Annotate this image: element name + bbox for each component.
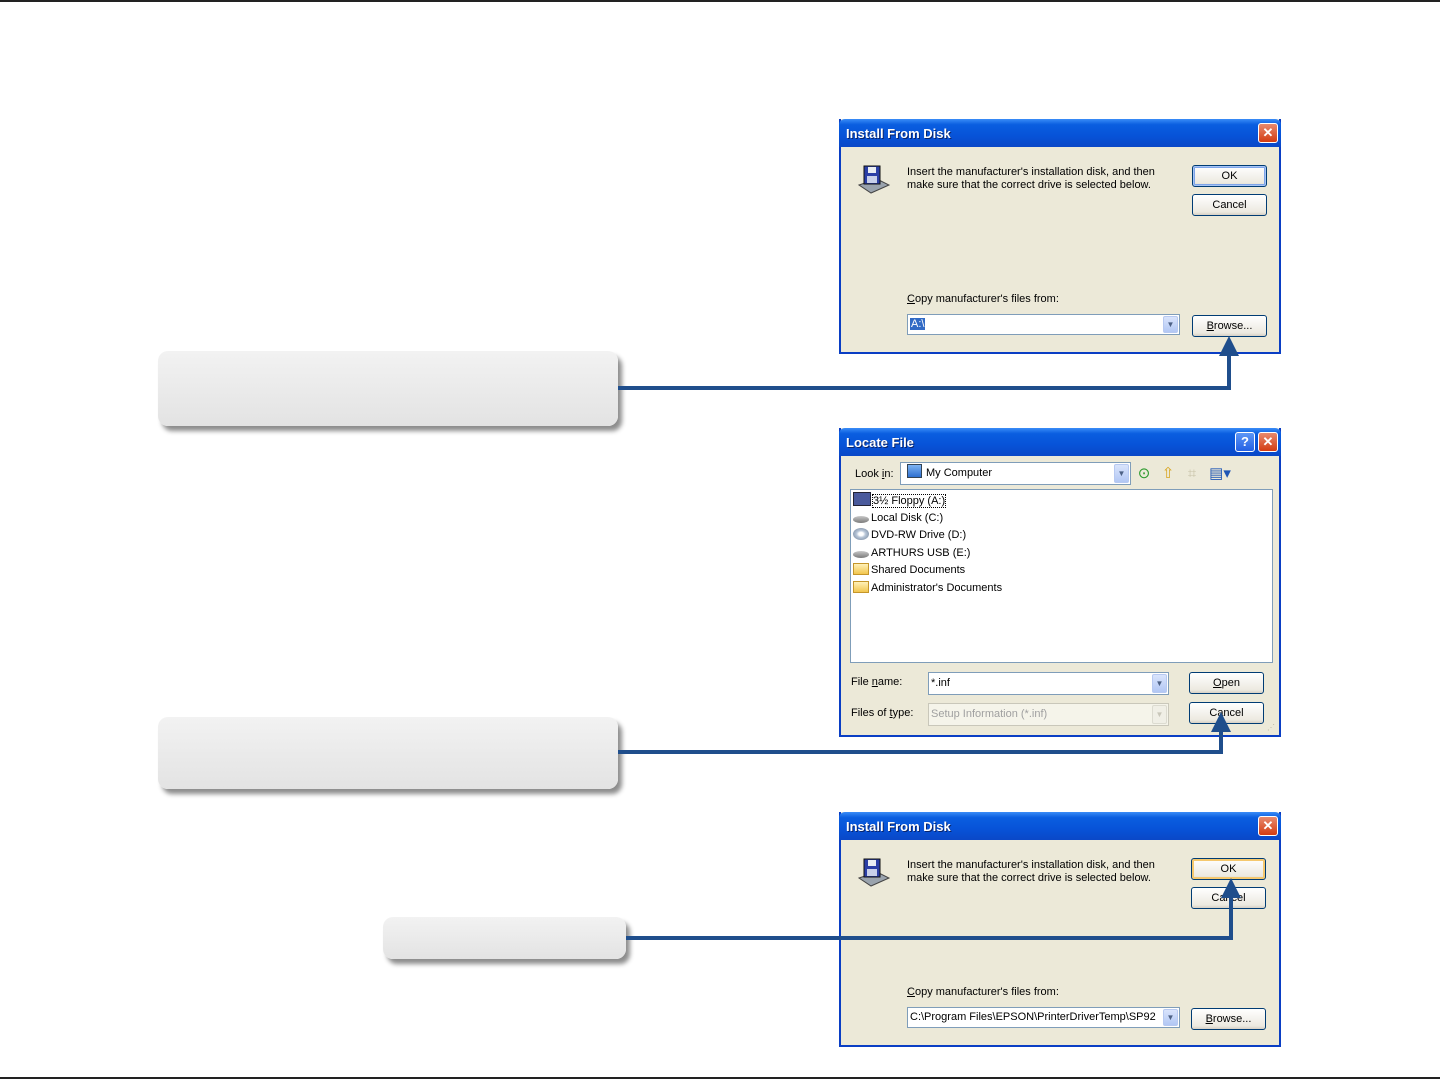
- view-menu-icon[interactable]: ▤▾: [1209, 465, 1231, 482]
- close-button[interactable]: ✕: [1258, 816, 1278, 836]
- open-button[interactable]: Open: [1189, 672, 1264, 694]
- new-folder-icon[interactable]: ⌗: [1187, 465, 1197, 482]
- bottom-rule: [0, 1077, 1440, 1079]
- files-of-type-label: Files of type:: [851, 707, 914, 719]
- look-in-label: Look in:: [855, 468, 894, 480]
- dialog-title: Locate File: [846, 435, 914, 450]
- chevron-down-icon[interactable]: ▼: [1163, 1009, 1178, 1026]
- files-of-type-value: Setup Information (*.inf): [931, 708, 1048, 720]
- computer-icon: [907, 464, 922, 478]
- locate-file-dialog: Locate File ? ✕ Look in: My Computer ▼ ⊙…: [839, 428, 1281, 737]
- chevron-down-icon[interactable]: ▼: [1152, 674, 1167, 693]
- usb-drive-icon: [853, 551, 869, 558]
- look-in-combobox[interactable]: My Computer ▼: [900, 462, 1131, 485]
- hard-drive-icon: [853, 516, 869, 523]
- title-bar: Locate File ? ✕: [839, 428, 1281, 456]
- back-icon[interactable]: ⊙: [1137, 465, 1151, 482]
- list-item[interactable]: Administrator's Documents: [853, 580, 1002, 597]
- cancel-button[interactable]: Cancel: [1189, 702, 1264, 724]
- install-disk-icon: [857, 165, 891, 194]
- copy-from-value: C:\Program Files\EPSON\PrinterDriverTemp…: [910, 1011, 1156, 1023]
- dialog-title: Install From Disk: [846, 819, 951, 834]
- title-bar: Install From Disk ✕: [839, 812, 1281, 840]
- list-item[interactable]: DVD-RW Drive (D:): [853, 527, 966, 544]
- file-name-combobox[interactable]: *.inf ▼: [928, 672, 1169, 695]
- install-from-disk-dialog: Install From Disk ✕ Insert the manufactu…: [839, 119, 1281, 354]
- browse-button[interactable]: Browse...: [1191, 1008, 1266, 1030]
- ok-button[interactable]: OK: [1191, 858, 1266, 880]
- help-button[interactable]: ?: [1235, 432, 1255, 452]
- look-in-value: My Computer: [926, 467, 993, 479]
- list-item[interactable]: 3½ Floppy (A:): [853, 492, 947, 509]
- dialog-title: Install From Disk: [846, 126, 951, 141]
- copy-from-label: Copy manufacturer's files from:: [907, 986, 1059, 998]
- floppy-drive-icon: [853, 492, 871, 506]
- chevron-down-icon[interactable]: ▼: [1152, 705, 1167, 724]
- list-item[interactable]: Local Disk (C:): [853, 510, 943, 527]
- files-of-type-combobox[interactable]: Setup Information (*.inf) ▼: [928, 703, 1169, 726]
- browse-button[interactable]: Browse...: [1192, 315, 1267, 337]
- title-bar: Install From Disk ✕: [839, 119, 1281, 147]
- list-item[interactable]: ARTHURS USB (E:): [853, 545, 970, 562]
- install-from-disk-dialog-filled: Install From Disk ✕ Insert the manufactu…: [839, 812, 1281, 1047]
- cancel-button[interactable]: Cancel: [1192, 194, 1267, 216]
- install-message: Insert the manufacturer's installation d…: [907, 859, 1155, 884]
- copy-from-combobox[interactable]: C:\Program Files\EPSON\PrinterDriverTemp…: [907, 1007, 1180, 1028]
- file-name-label: File name:: [851, 676, 903, 688]
- file-name-value: *.inf: [931, 677, 950, 689]
- copy-from-label: Copy manufacturer's files from:: [907, 293, 1059, 305]
- folder-icon: [853, 563, 869, 575]
- ok-button[interactable]: OK: [1192, 165, 1267, 187]
- dvd-drive-icon: [853, 528, 869, 540]
- folder-icon: [853, 581, 869, 593]
- install-message: Insert the manufacturer's installation d…: [907, 166, 1155, 191]
- file-list[interactable]: 3½ Floppy (A:) Local Disk (C:) DVD-RW Dr…: [850, 489, 1273, 663]
- copy-from-value: A:\: [910, 318, 926, 330]
- close-button[interactable]: ✕: [1258, 432, 1278, 452]
- callout-browse: [158, 351, 618, 426]
- top-rule: [0, 0, 1440, 2]
- resize-grip-icon[interactable]: ⋰: [1267, 723, 1275, 732]
- chevron-down-icon[interactable]: ▼: [1163, 316, 1178, 333]
- install-disk-icon: [857, 858, 891, 887]
- up-folder-icon[interactable]: ⇧: [1161, 465, 1175, 482]
- cancel-button[interactable]: Cancel: [1191, 887, 1266, 909]
- list-item[interactable]: Shared Documents: [853, 562, 965, 579]
- close-button[interactable]: ✕: [1258, 123, 1278, 143]
- callout-ok: [383, 917, 626, 959]
- callout-open: [158, 717, 618, 789]
- chevron-down-icon[interactable]: ▼: [1114, 464, 1129, 483]
- copy-from-combobox[interactable]: A:\ ▼: [907, 314, 1180, 335]
